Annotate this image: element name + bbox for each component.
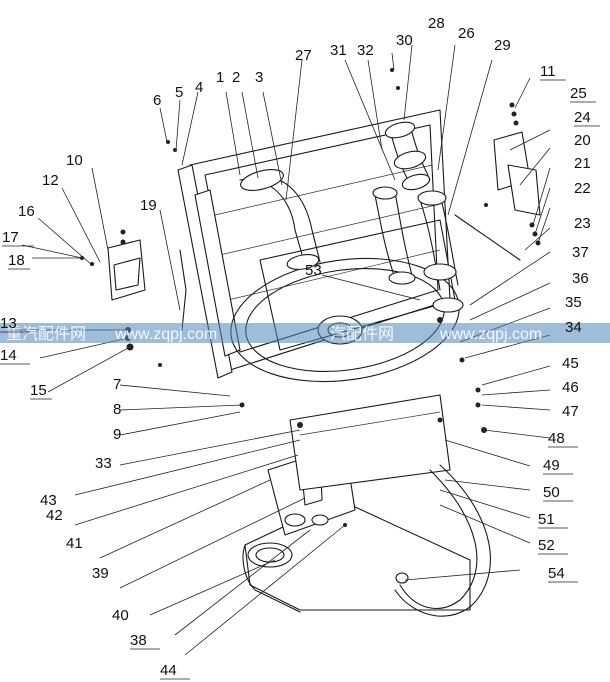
intake-hoses (239, 121, 464, 313)
callout-30: 30 (396, 32, 413, 49)
callout-23: 23 (574, 215, 591, 232)
callout-2: 2 (232, 69, 240, 86)
callout-31: 31 (330, 42, 347, 59)
callout-28: 28 (428, 15, 445, 32)
callout-50: 50 (543, 484, 560, 501)
callout-43: 43 (40, 492, 57, 509)
callout-20: 20 (574, 132, 591, 149)
callout-7: 7 (113, 376, 121, 393)
callout-9: 9 (113, 426, 121, 443)
watermark: 重汽配件网 www.zqpj.com 汽配件网 www.zqpj.com (0, 323, 610, 343)
callout-14: 14 (0, 347, 17, 364)
callout-38: 38 (130, 632, 147, 649)
callout-1: 1 (216, 69, 224, 86)
callout-22: 22 (574, 180, 591, 197)
callout-8: 8 (113, 401, 121, 418)
callout-25: 25 (570, 85, 587, 102)
callout-51: 51 (538, 511, 555, 528)
callout-45: 45 (562, 355, 579, 372)
watermark-text-mid-left: www.zqpj.com (114, 326, 217, 343)
left-bracket (80, 229, 146, 351)
callout-11: 11 (540, 63, 556, 80)
callout-29: 29 (494, 37, 511, 54)
callout-26: 26 (458, 25, 475, 42)
callout-4: 4 (195, 79, 203, 96)
watermark-text-mid-right: 汽配件网 (330, 325, 394, 343)
callout-underlines (0, 79, 600, 680)
callout-41: 41 (66, 535, 83, 552)
callout-48: 48 (548, 430, 565, 447)
callout-49: 49 (543, 457, 560, 474)
callout-16: 16 (18, 203, 35, 220)
callout-10: 10 (66, 152, 83, 169)
callout-35: 35 (565, 294, 582, 311)
callout-6: 6 (153, 92, 161, 109)
callout-19: 19 (140, 197, 157, 214)
watermark-text-left: 重汽配件网 (6, 325, 86, 343)
callout-12: 12 (42, 172, 59, 189)
expansion-tank (242, 394, 471, 613)
hardware (158, 68, 487, 527)
callout-42: 42 (46, 507, 63, 524)
callout-36: 36 (572, 270, 589, 287)
callout-33: 33 (95, 455, 112, 472)
callout-40: 40 (112, 607, 129, 624)
callout-52: 52 (538, 537, 555, 554)
callout-47: 47 (562, 403, 579, 420)
callout-37: 37 (572, 244, 589, 261)
callout-17: 17 (2, 229, 19, 246)
callout-18: 18 (8, 252, 25, 269)
callout-53: 53 (305, 262, 322, 279)
callout-24: 24 (574, 109, 591, 126)
callout-27: 27 (295, 47, 312, 64)
watermark-text-right: www.zqpj.com (439, 326, 542, 343)
callout-labels: 1 2 3 4 5 6 7 8 9 10 11 12 13 14 15 16 1… (0, 15, 591, 679)
callout-39: 39 (92, 565, 109, 582)
callout-44: 44 (160, 662, 177, 679)
callout-34: 34 (565, 319, 582, 336)
callout-21: 21 (574, 155, 591, 172)
callout-46: 46 (562, 379, 579, 396)
callout-5: 5 (175, 84, 183, 101)
callout-32: 32 (357, 42, 374, 59)
callout-3: 3 (255, 69, 263, 86)
callout-13: 13 (0, 315, 17, 332)
right-bracket (454, 102, 541, 261)
callout-54: 54 (548, 565, 565, 582)
callout-15: 15 (30, 382, 47, 399)
overflow-hose (394, 464, 491, 617)
